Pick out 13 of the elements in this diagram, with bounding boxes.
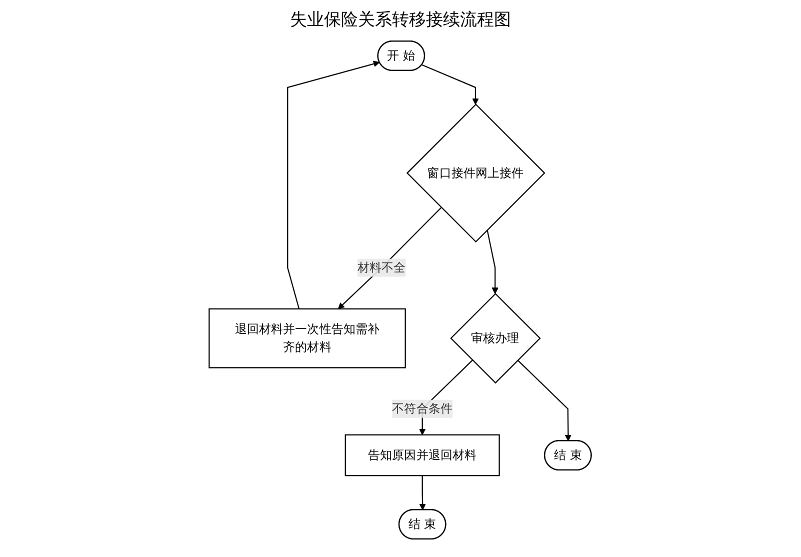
edge-label: 不符合条件 (392, 401, 453, 416)
edge-label: 材料不全 (358, 260, 406, 275)
node-box: 退回材料并一次性告知需补齐的材料 (208, 308, 406, 368)
node-diamond: 审核办理 (450, 292, 542, 384)
arrow (338, 207, 442, 310)
arrow (287, 60, 380, 310)
node-box: 告知原因并退回材料 (345, 434, 500, 476)
diagram-title: 失业保险关系转移接续流程图 (289, 9, 512, 31)
arrow (487, 230, 499, 294)
arrow (518, 360, 572, 442)
arrow (422, 64, 480, 105)
arrow (420, 476, 426, 510)
node-diamond: 窗口接件网上接件 (406, 104, 546, 243)
